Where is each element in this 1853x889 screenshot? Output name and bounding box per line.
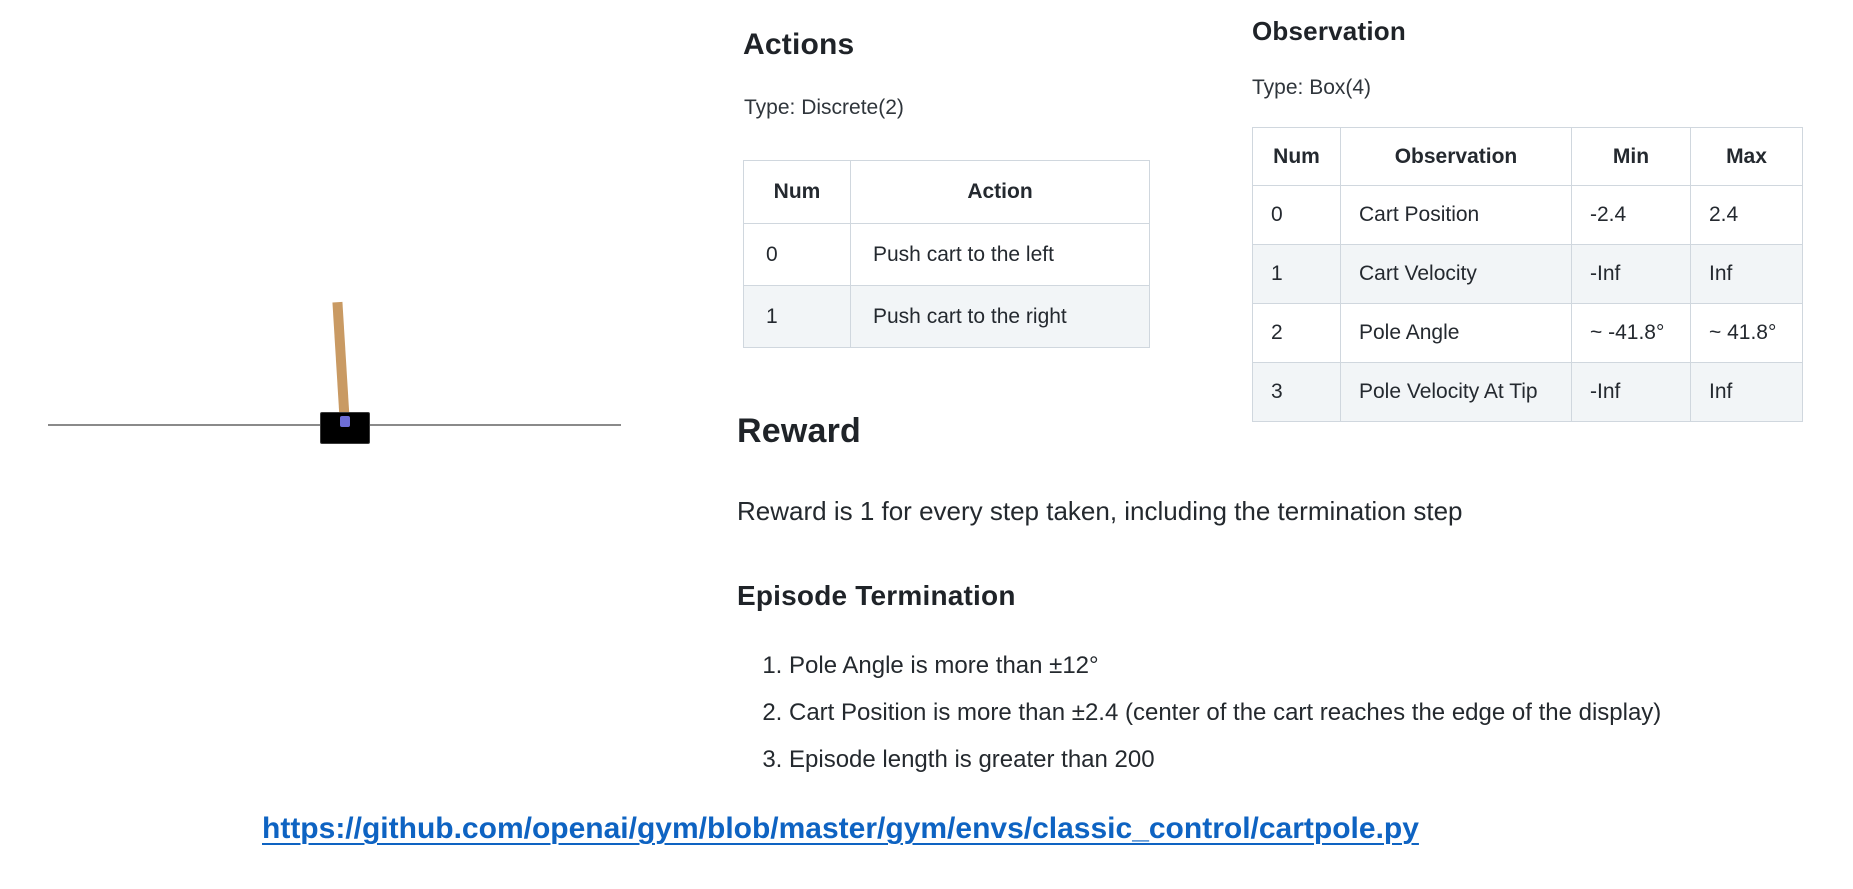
table-row: 0 Cart Position -2.4 2.4 (1252, 185, 1803, 245)
table-row: 3 Pole Velocity At Tip -Inf Inf (1252, 362, 1803, 422)
obs-min-cell: -2.4 (1571, 185, 1691, 245)
actions-type-label: Type: Discrete(2) (744, 96, 904, 119)
actions-col-action: Action (850, 160, 1150, 224)
action-desc-cell: Push cart to the left (850, 223, 1150, 286)
obs-col-max: Max (1690, 127, 1803, 186)
obs-col-observation: Observation (1340, 127, 1572, 186)
obs-num-cell: 3 (1252, 362, 1341, 422)
obs-num-cell: 0 (1252, 185, 1341, 245)
observation-heading: Observation (1252, 16, 1406, 46)
obs-max-cell: ~ 41.8° (1690, 303, 1803, 363)
action-num-cell: 1 (743, 285, 851, 348)
table-row: 1 Push cart to the right (743, 285, 1150, 348)
obs-num-cell: 2 (1252, 303, 1341, 363)
actions-table: Num Action 0 Push cart to the left 1 Pus… (743, 160, 1150, 348)
obs-max-cell: Inf (1690, 244, 1803, 304)
action-desc-cell: Push cart to the right (850, 285, 1150, 348)
episode-termination-list: Pole Angle is more than ±12° Cart Positi… (737, 650, 1853, 791)
actions-col-num: Num (743, 160, 851, 224)
obs-name-cell: Cart Position (1340, 185, 1572, 245)
obs-min-cell: -Inf (1571, 362, 1691, 422)
obs-col-num: Num (1252, 127, 1341, 186)
episode-termination-heading: Episode Termination (737, 580, 1016, 611)
obs-name-cell: Cart Velocity (1340, 244, 1572, 304)
table-row: 0 Push cart to the left (743, 223, 1150, 286)
obs-name-cell: Pole Velocity At Tip (1340, 362, 1572, 422)
cartpole-pole (332, 301, 350, 427)
github-source-link[interactable]: https://github.com/openai/gym/blob/maste… (262, 812, 1419, 845)
observation-type-label: Type: Box(4) (1252, 76, 1372, 99)
obs-min-cell: -Inf (1571, 244, 1691, 304)
actions-heading: Actions (743, 28, 855, 61)
list-item: Cart Position is more than ±2.4 (center … (789, 697, 1853, 729)
actions-table-header-row: Num Action (743, 160, 1150, 224)
reward-description: Reward is 1 for every step taken, includ… (737, 496, 1463, 526)
table-row: 1 Cart Velocity -Inf Inf (1252, 244, 1803, 304)
cartpole-axle (340, 416, 350, 427)
table-row: 2 Pole Angle ~ -41.8° ~ 41.8° (1252, 303, 1803, 363)
observation-table-header-row: Num Observation Min Max (1252, 127, 1803, 186)
list-item: Episode length is greater than 200 (789, 744, 1853, 776)
obs-min-cell: ~ -41.8° (1571, 303, 1691, 363)
obs-col-min: Min (1571, 127, 1691, 186)
obs-name-cell: Pole Angle (1340, 303, 1572, 363)
list-item: Pole Angle is more than ±12° (789, 650, 1853, 682)
obs-max-cell: Inf (1690, 362, 1803, 422)
obs-max-cell: 2.4 (1690, 185, 1803, 245)
obs-num-cell: 1 (1252, 244, 1341, 304)
reward-heading: Reward (737, 412, 862, 450)
observation-table: Num Observation Min Max 0 Cart Position … (1252, 127, 1803, 422)
action-num-cell: 0 (743, 223, 851, 286)
